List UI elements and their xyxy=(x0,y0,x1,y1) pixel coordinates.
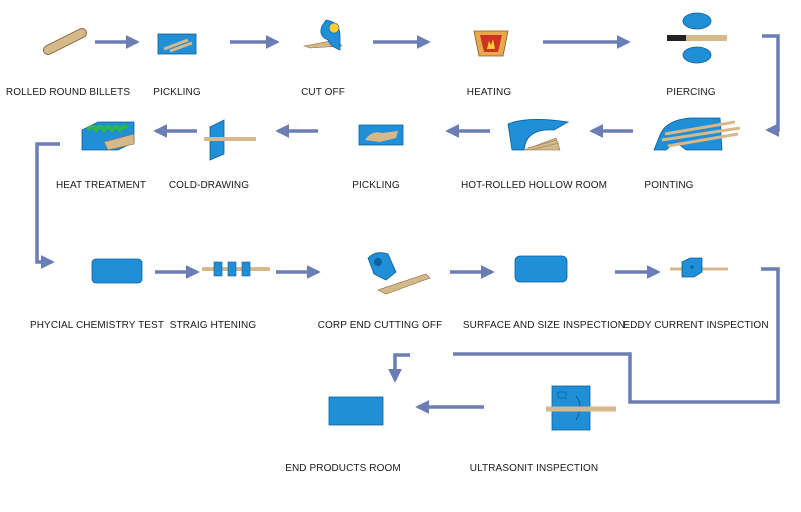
eddy-current-probe-icon xyxy=(670,257,728,278)
step-label-end-products-room: END PRODUCTS ROOM xyxy=(285,463,401,474)
step-label-heating: HEATING xyxy=(466,87,512,98)
cutting-saw-icon xyxy=(302,19,343,51)
step-label-heat-treatment: HEAT TREATMENT xyxy=(55,180,147,191)
product-storage-icon xyxy=(328,396,384,426)
flow-arrow xyxy=(762,34,780,137)
end-cutting-icon xyxy=(367,252,431,295)
step-label-piercing: PIERCING xyxy=(666,87,716,98)
step-label-pointing: POINTING xyxy=(644,180,694,191)
piercing-mill-icon xyxy=(667,12,727,64)
straightening-rollers-icon xyxy=(202,261,270,277)
inspection-table-icon xyxy=(514,255,568,283)
step-label-surface-size-inspection: SURFACE AND SIZE INSPECTION xyxy=(462,320,626,331)
heating-furnace-icon xyxy=(473,30,509,57)
step-label-pickling: PICKLING xyxy=(153,87,201,98)
cold-drawing-die-icon xyxy=(204,119,256,161)
step-label-physical-chemistry-test: PHYCIAL CHEMISTRY TEST xyxy=(29,320,165,331)
ultrasonic-tester-icon xyxy=(546,385,616,431)
step-label-rolled-round-billets: ROLLED ROUND BILLETS xyxy=(5,87,131,98)
pickling-tank-icon xyxy=(358,124,404,146)
pickling-tank-icon xyxy=(157,33,197,55)
step-label-cold-drawing: COLD-DRAWING xyxy=(168,180,250,191)
step-label-ultrasonic-inspection: ULTRASONIT INSPECTION xyxy=(469,463,599,474)
step-label-straightening: STRAIG HTENING xyxy=(169,320,257,331)
flow-arrow xyxy=(35,142,60,269)
step-label-cut-off: CUT OFF xyxy=(301,87,345,98)
pointing-machine-icon xyxy=(653,117,741,151)
hollow-storage-icon xyxy=(507,119,570,151)
step-label-eddy-current-inspection: EDDY CURRENT INSPECTION xyxy=(623,320,769,331)
step-label-hot-rolled-hollow-room: HOT-ROLLED HOLLOW ROOM xyxy=(460,180,608,191)
heat-treatment-furnace-icon xyxy=(81,121,135,151)
step-label-end-cutting-off: CORP END CUTTING OFF xyxy=(317,320,443,331)
flow-arrow xyxy=(388,353,410,383)
step-label-pickling-2: PICKLING xyxy=(352,180,400,191)
flow-arrow xyxy=(453,267,780,404)
lab-test-icon xyxy=(91,258,143,284)
round-billet-icon xyxy=(43,28,87,55)
